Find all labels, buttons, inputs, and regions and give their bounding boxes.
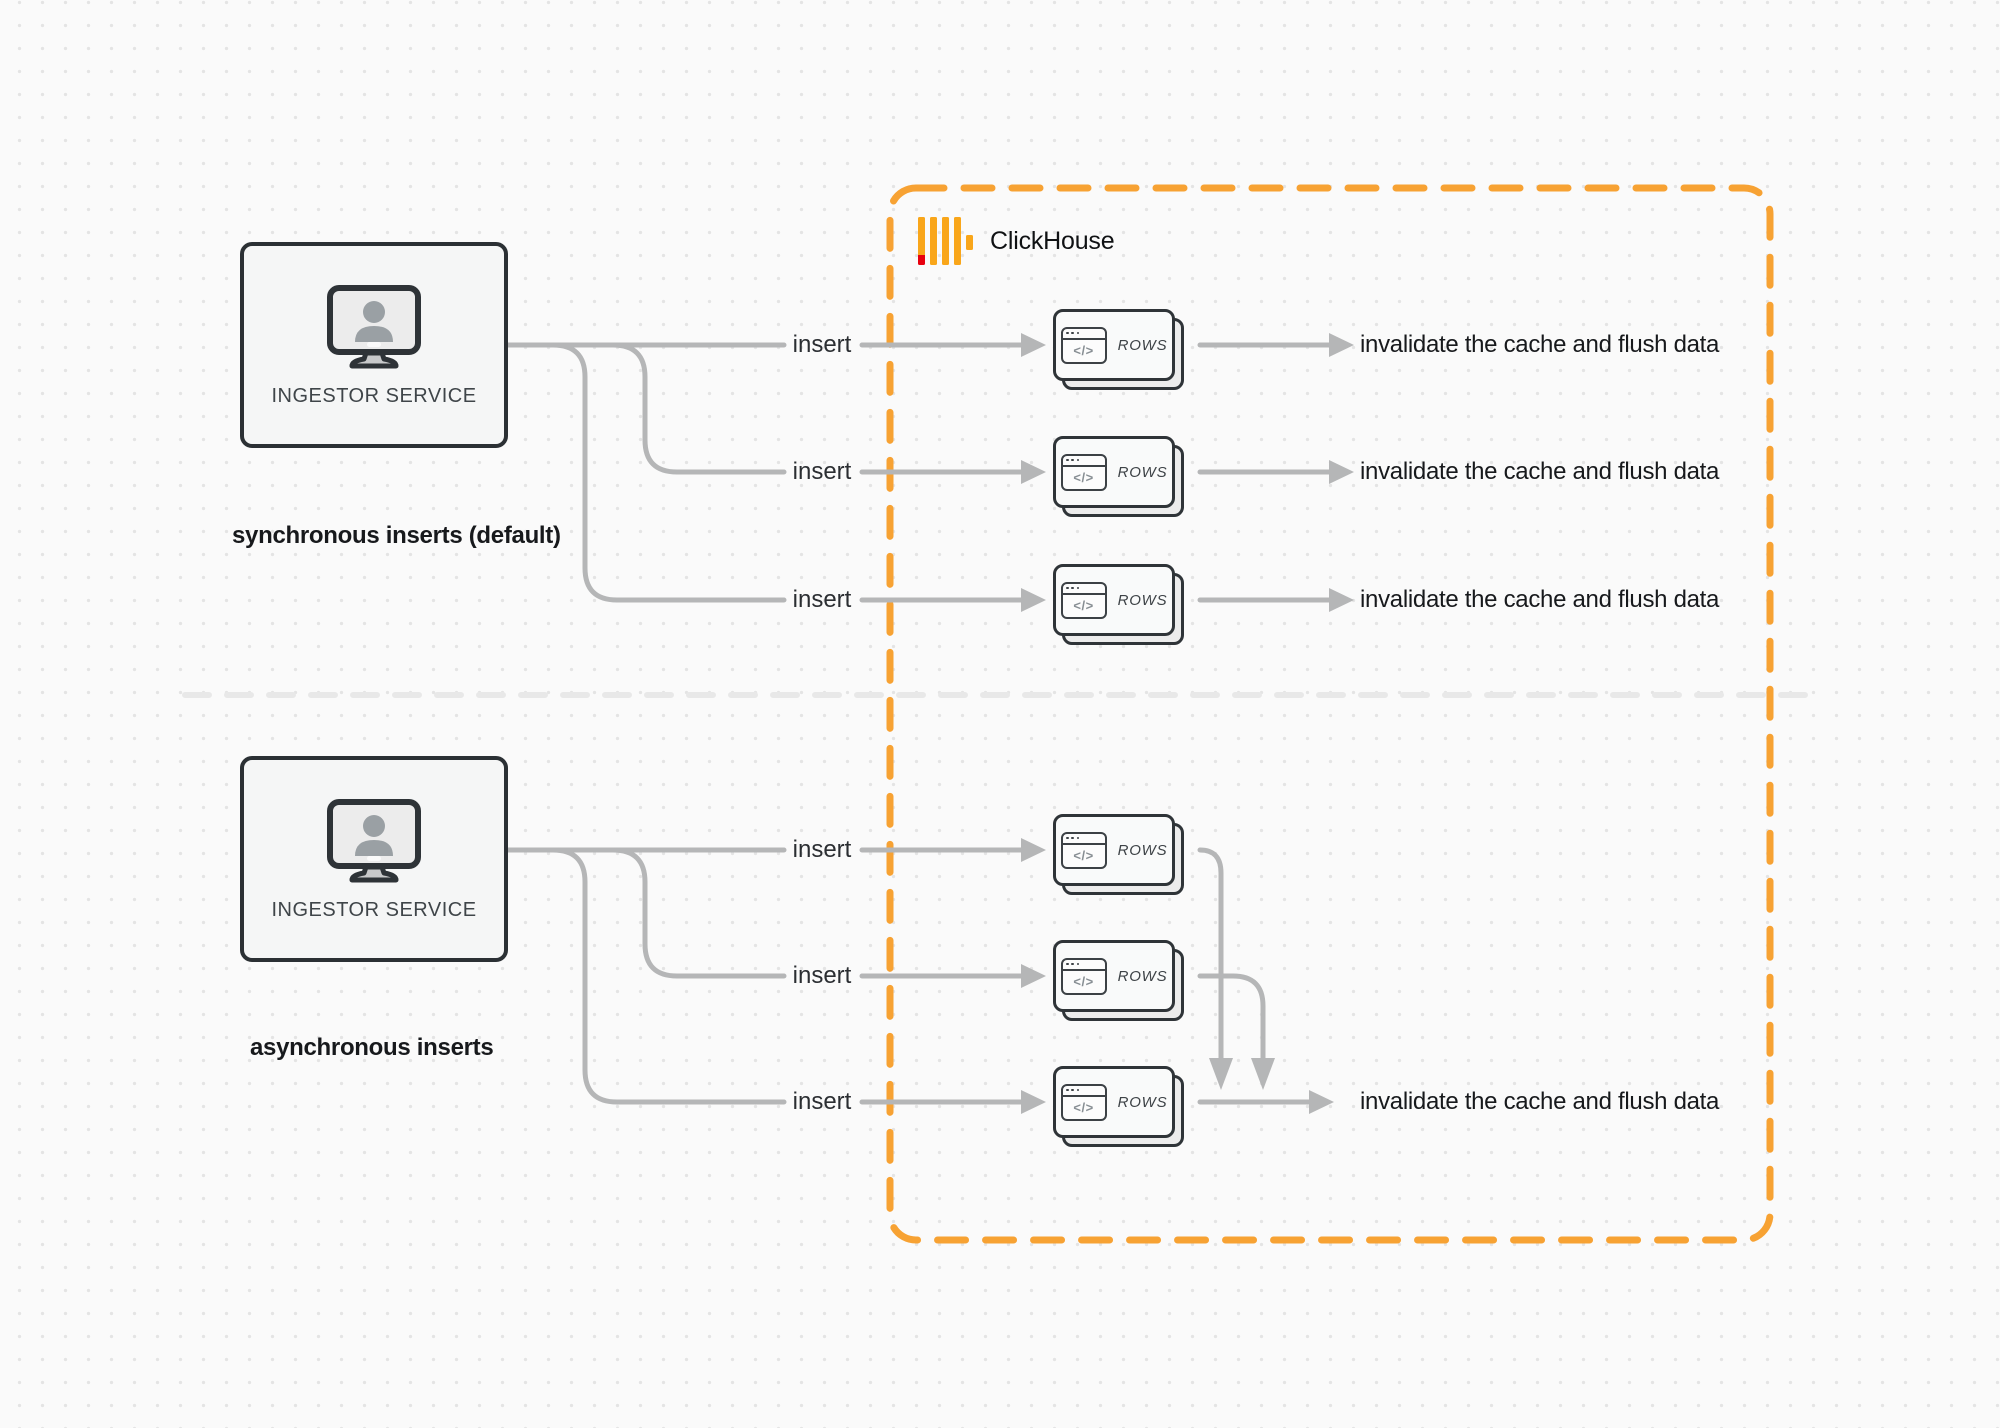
- arrow-head: [1021, 1090, 1046, 1114]
- sync-line-row2: [610, 342, 787, 475]
- code-window-icon: </>: [1060, 1083, 1107, 1121]
- card-main: </> ROWS: [1053, 1066, 1175, 1138]
- window-header: [1062, 834, 1105, 845]
- arrow-head: [1021, 964, 1046, 988]
- card-main: </> ROWS: [1053, 814, 1175, 886]
- code-glyph: </>: [1073, 343, 1094, 358]
- card-main: </> ROWS: [1053, 940, 1175, 1012]
- arrow-head-down: [1209, 1058, 1233, 1090]
- ingestor-service-box-async: INGESTOR SERVICE: [240, 756, 508, 962]
- code-glyph: </>: [1073, 974, 1094, 989]
- code-window-icon: </>: [1060, 581, 1107, 619]
- code-window-icon: </>: [1060, 957, 1107, 995]
- logo-bar: [918, 217, 925, 265]
- card-main: </> ROWS: [1053, 309, 1175, 381]
- result-label: invalidate the cache and flush data: [1360, 458, 1720, 485]
- logo-bar: [966, 235, 973, 250]
- rows-node-async-1: </> ROWS: [1053, 814, 1184, 895]
- window-header: [1062, 456, 1105, 467]
- monitor-user-icon: [327, 284, 421, 368]
- async-caption: asynchronous inserts: [250, 1034, 494, 1061]
- sync-caption: synchronous inserts (default): [232, 522, 561, 549]
- rows-node-async-2: </> ROWS: [1053, 940, 1184, 1021]
- card-main: </> ROWS: [1053, 564, 1175, 636]
- code-window-icon: </>: [1060, 831, 1107, 869]
- card-main: </> ROWS: [1053, 436, 1175, 508]
- result-label: invalidate the cache and flush data: [1360, 1088, 1720, 1115]
- insert-label: insert: [792, 1088, 852, 1115]
- code-glyph: </>: [1073, 470, 1094, 485]
- code-glyph: </>: [1073, 598, 1094, 613]
- window-header: [1062, 584, 1105, 595]
- async-line-row3: [550, 847, 787, 1105]
- logo-bar: [942, 217, 949, 265]
- rows-label: ROWS: [1117, 967, 1168, 985]
- ingestor-service-label: INGESTOR SERVICE: [271, 384, 477, 407]
- insert-label: insert: [792, 586, 852, 613]
- rows-label: ROWS: [1117, 336, 1168, 354]
- arrow-head: [1329, 460, 1354, 484]
- arrow-heads: [1021, 333, 1354, 1114]
- result-label: invalidate the cache and flush data: [1360, 586, 1720, 613]
- insert-label: insert: [792, 836, 852, 863]
- logo-bar: [954, 217, 961, 265]
- sync-line-row3: [550, 342, 787, 603]
- arrow-head: [1309, 1090, 1334, 1114]
- async-merge-line-2: [1197, 973, 1266, 1061]
- ingestor-service-label: INGESTOR SERVICE: [271, 898, 477, 921]
- clickhouse-title: ClickHouse: [990, 227, 1115, 255]
- arrow-head: [1329, 588, 1354, 612]
- arrow-head: [1329, 333, 1354, 357]
- rows-node-sync-1: </> ROWS: [1053, 309, 1184, 390]
- insert-label: insert: [792, 331, 852, 358]
- arrow-head: [1021, 838, 1046, 862]
- rows-label: ROWS: [1117, 463, 1168, 481]
- async-merge-line-1: [1197, 847, 1224, 1061]
- insert-label: insert: [792, 962, 852, 989]
- clickhouse-logo-icon: [918, 217, 973, 265]
- code-window-icon: </>: [1060, 326, 1107, 364]
- rows-node-sync-2: </> ROWS: [1053, 436, 1184, 517]
- code-glyph: </>: [1073, 848, 1094, 863]
- code-glyph: </>: [1073, 1100, 1094, 1115]
- window-header: [1062, 1086, 1105, 1097]
- rows-label: ROWS: [1117, 591, 1168, 609]
- result-label: invalidate the cache and flush data: [1360, 331, 1720, 358]
- monitor-user-icon: [327, 798, 421, 882]
- rows-label: ROWS: [1117, 841, 1168, 859]
- rows-node-async-3: </> ROWS: [1053, 1066, 1184, 1147]
- arrow-head: [1021, 588, 1046, 612]
- rows-node-sync-3: </> ROWS: [1053, 564, 1184, 645]
- clickhouse-dashed-border: [886, 184, 1774, 1244]
- async-line-row2: [610, 847, 787, 979]
- ingestor-service-box-sync: INGESTOR SERVICE: [240, 242, 508, 448]
- code-window-icon: </>: [1060, 453, 1107, 491]
- arrow-head: [1021, 460, 1046, 484]
- rows-label: ROWS: [1117, 1093, 1168, 1111]
- connector-lines: [505, 342, 1332, 1105]
- window-header: [1062, 960, 1105, 971]
- arrow-head: [1021, 333, 1046, 357]
- logo-bar: [930, 217, 937, 265]
- window-header: [1062, 329, 1105, 340]
- arrow-head-down: [1251, 1058, 1275, 1090]
- insert-label: insert: [792, 458, 852, 485]
